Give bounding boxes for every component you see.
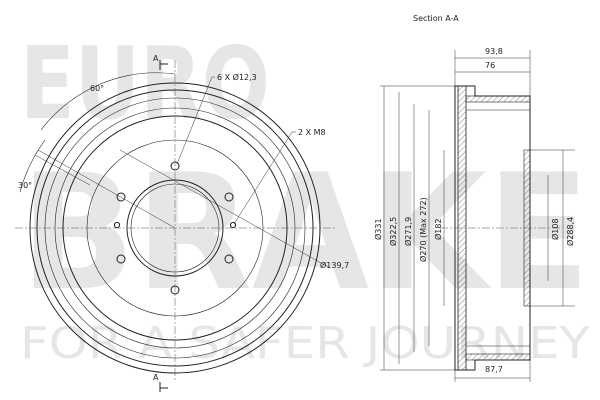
dia-flange: Ø322,5 (388, 217, 398, 246)
watermark: EURO BRAKE FOR A SAFER JOURNEY (20, 25, 590, 369)
section-view: Section A-A 93,8 76 87,7 Ø331 Ø322,5 (373, 14, 575, 382)
bolt-hole (116, 192, 126, 202)
dia-288: Ø288,4 (565, 217, 575, 246)
pcd-label: Ø139,7 (320, 260, 349, 270)
angle-label-30: 30° (18, 181, 32, 190)
dia-outer: Ø331 (373, 218, 383, 240)
leader-30 (37, 149, 176, 229)
angle-label-60: 60° (90, 84, 104, 93)
dim-width-bottom: 87,7 (485, 365, 503, 374)
section-title: Section A-A (413, 14, 459, 23)
angle-arc-30 (19, 139, 46, 193)
bolt-hole (224, 192, 234, 202)
angle-arc-60 (40, 72, 176, 131)
dia-drum: Ø271,9 (403, 217, 413, 246)
bolt-hole (224, 254, 234, 264)
dia-brake: Ø270 (Max 272) (418, 197, 428, 262)
threaded-hole (113, 221, 121, 229)
watermark-line1: EURO (20, 25, 270, 142)
threaded-hole (229, 221, 237, 229)
section-marker-bottom: A (153, 373, 159, 382)
dia-182: Ø182 (433, 218, 443, 240)
dia-108: Ø108 (550, 218, 560, 240)
section-marker-top: A (153, 54, 159, 63)
threads-label: 2 X M8 (298, 128, 326, 137)
holes-label: 6 X Ø12,3 (217, 72, 257, 82)
bolt-hole (116, 254, 126, 264)
front-view: A A 60° 30° 6 X Ø12,3 2 X M8 Ø139,7 (15, 54, 349, 392)
dim-width-inner: 76 (485, 61, 495, 70)
dim-width-total: 93,8 (485, 47, 503, 56)
